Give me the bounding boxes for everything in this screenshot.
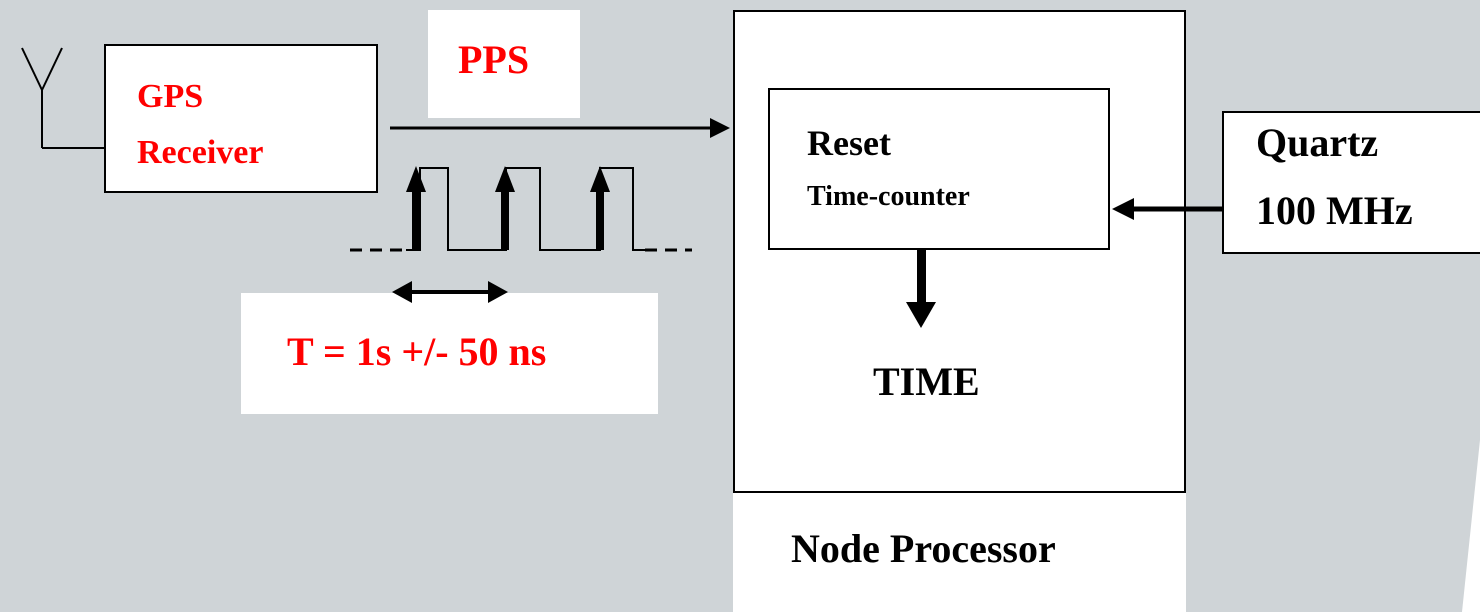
gps-label: GPS bbox=[137, 78, 204, 115]
node-processor-caption: Node Processor bbox=[791, 526, 1056, 571]
period-label: T = 1s +/- 50 ns bbox=[287, 329, 547, 374]
quartz-label: Quartz bbox=[1256, 120, 1379, 165]
period-label-panel bbox=[241, 293, 658, 414]
quartz-box: Quartz 100 MHz bbox=[1222, 111, 1480, 254]
receiver-label: Receiver bbox=[137, 134, 264, 171]
pulse-train bbox=[350, 167, 692, 252]
antenna-icon bbox=[21, 47, 104, 149]
pps-label-panel bbox=[428, 10, 580, 118]
pps-label: PPS bbox=[458, 37, 530, 82]
corner-decoration bbox=[1462, 440, 1480, 612]
period-double-arrow bbox=[392, 281, 508, 303]
clock-input-arrow bbox=[1112, 198, 1222, 220]
time-counter-box: Reset Time-counter bbox=[768, 88, 1110, 250]
rising-edge-arrows bbox=[406, 166, 610, 250]
quartz-frequency-label: 100 MHz bbox=[1256, 188, 1413, 233]
pps-signal-arrow bbox=[390, 118, 730, 138]
time-output-arrow bbox=[906, 250, 936, 328]
time-output-label: TIME bbox=[873, 359, 980, 404]
gps-receiver-box: GPS Receiver bbox=[104, 44, 378, 193]
reset-label: Reset bbox=[807, 123, 891, 163]
node-caption-panel bbox=[733, 490, 1186, 612]
time-counter-label: Time-counter bbox=[807, 181, 970, 212]
